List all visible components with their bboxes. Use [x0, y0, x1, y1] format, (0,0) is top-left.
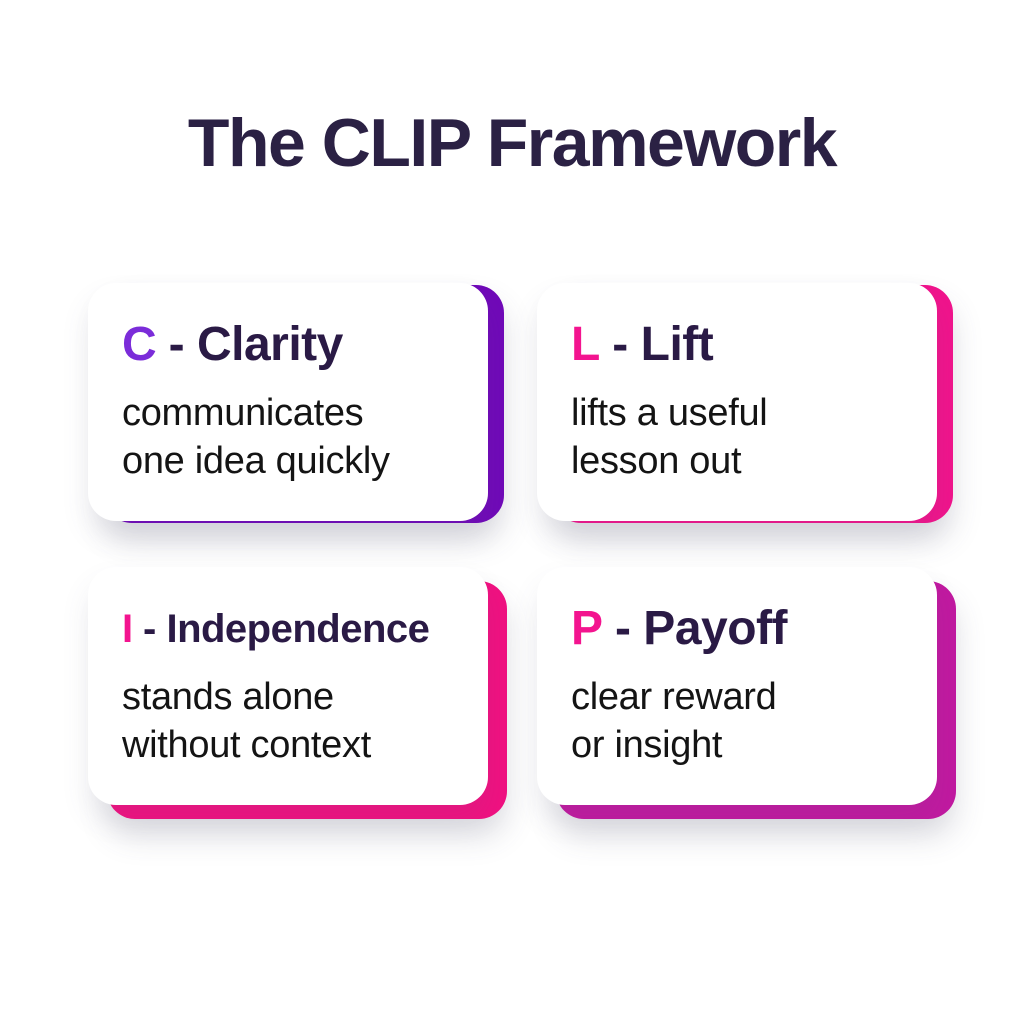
card-payoff-heading-rest: - Payoff	[614, 602, 788, 655]
card-payoff-letter: P	[571, 602, 603, 655]
card-clarity-description-line2: one idea quickly	[122, 439, 390, 482]
card-clarity: C- Clarity communicates one idea quickly	[88, 283, 504, 523]
card-payoff-face: P- Payoff clear reward or insight	[537, 567, 937, 805]
card-independence-letter: I	[122, 607, 133, 651]
page-title: The CLIP Framework	[187, 105, 838, 181]
card-clarity-face: C- Clarity communicates one idea quickly	[88, 283, 488, 521]
card-clarity-description-line1: communicates	[122, 391, 364, 434]
card-lift-letter: L	[571, 318, 600, 371]
card-payoff-description-line1: clear reward	[571, 675, 777, 718]
card-lift-face: L- Lift lifts a useful lesson out	[537, 283, 937, 521]
card-independence-face: I- Independence stands alone without con…	[88, 567, 488, 805]
card-payoff-heading: P- Payoff	[571, 602, 907, 656]
card-independence-heading-rest: - Independence	[143, 607, 430, 651]
card-lift-heading: L- Lift	[571, 318, 907, 372]
card-independence-description-line1: stands alone	[122, 675, 334, 718]
card-independence: I- Independence stands alone without con…	[88, 567, 507, 819]
card-lift-heading-rest: - Lift	[612, 318, 714, 371]
card-payoff: P- Payoff clear reward or insight	[537, 567, 956, 819]
card-lift-description-line1: lifts a useful	[571, 391, 768, 434]
card-clarity-letter: C	[122, 318, 157, 371]
card-payoff-description-line2: or insight	[571, 723, 723, 766]
card-clarity-heading-rest: - Clarity	[168, 318, 344, 371]
card-clarity-heading: C- Clarity	[122, 318, 458, 372]
card-independence-description-line2: without context	[122, 723, 371, 766]
card-lift: L- Lift lifts a useful lesson out	[537, 283, 953, 523]
card-independence-heading: I- Independence	[122, 603, 458, 656]
card-lift-description-line2: lesson out	[571, 439, 742, 482]
